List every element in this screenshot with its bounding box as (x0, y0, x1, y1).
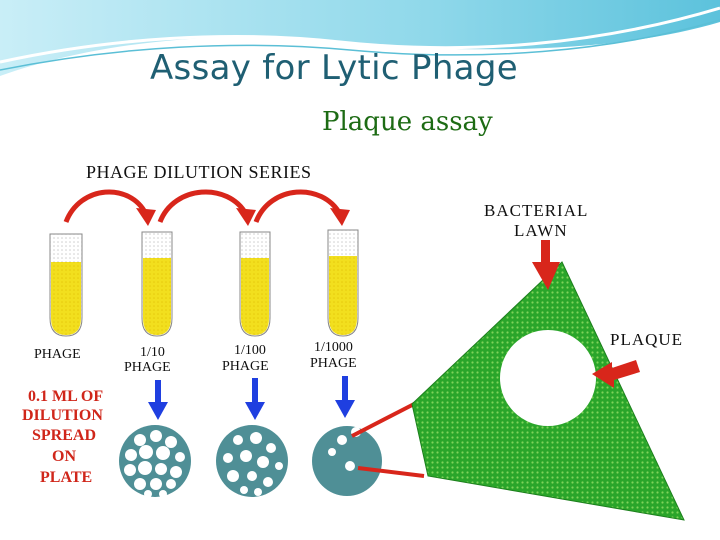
header-wave-decoration (0, 0, 720, 76)
tube-3-label-top: 1/100 (234, 343, 266, 358)
transfer-arrow-3 (253, 189, 343, 224)
slide-subtitle: Plaque assay (322, 107, 493, 137)
blue-arrow-1 (148, 380, 168, 420)
slide-title: Assay for Lytic Phage (150, 48, 518, 88)
tube-3-label-bottom: PHAGE (222, 359, 269, 374)
tube-4-label-bottom: PHAGE (310, 356, 357, 371)
blue-arrow-3 (335, 376, 355, 418)
bacterial-lawn-label-line-2: LAWN (514, 221, 568, 240)
arrowhead-2 (236, 208, 256, 226)
tube-2-label-bottom: PHAGE (124, 360, 171, 375)
test-tube-3 (239, 231, 271, 337)
lawn-arrow (532, 240, 560, 290)
spread-note-line-1: 0.1 ML OF (28, 388, 103, 405)
transfer-arrowheads (136, 208, 350, 226)
tube-2-label-top: 1/10 (140, 345, 165, 360)
transfer-arrow-1 (63, 189, 149, 223)
transfer-arrow-2 (157, 189, 249, 224)
tube-1-label: PHAGE (34, 347, 81, 362)
test-tube-4 (327, 229, 359, 337)
dilution-series-title: PHAGE DILUTION SERIES (86, 162, 312, 182)
transfer-arrows (63, 189, 343, 224)
spread-note: 0.1 ML OF DILUTION SPREAD ON PLATE (22, 388, 103, 486)
spread-note-line-4: ON (52, 448, 76, 465)
spread-note-line-5: PLATE (40, 469, 92, 486)
plate-3 (312, 426, 382, 496)
test-tube-2 (141, 231, 173, 337)
spread-note-line-2: DILUTION (22, 407, 103, 424)
tube-4-label-top: 1/1000 (314, 340, 353, 355)
bacterial-lawn (411, 261, 685, 521)
plate-1 (119, 425, 191, 498)
plate-2 (216, 425, 288, 497)
arrowhead-3 (330, 208, 350, 226)
arrowhead-1 (136, 208, 156, 226)
spread-note-line-3: SPREAD (32, 427, 96, 444)
blue-arrow-2 (245, 378, 265, 420)
plating-arrows (148, 376, 355, 420)
plaque-arrow (592, 360, 640, 388)
plaque-hole (500, 330, 596, 426)
zoom-lines (351, 400, 425, 478)
plaque-label: PLAQUE (610, 330, 683, 349)
bacterial-lawn-label-line-1: BACTERIAL (484, 201, 588, 220)
test-tube-1 (49, 233, 83, 337)
